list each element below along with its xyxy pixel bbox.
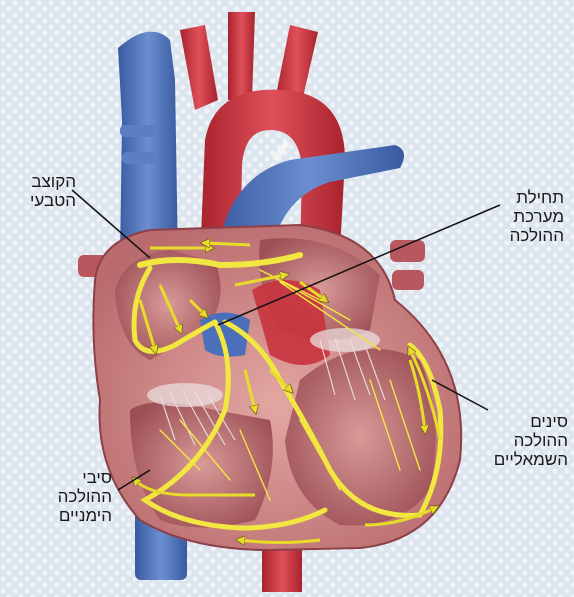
label-line: סינים: [478, 412, 568, 431]
superior-vena-cava: [118, 32, 178, 260]
label-line: סיבי: [40, 468, 112, 487]
label-right-conduction: סיבי ההולכה הימניים: [40, 468, 112, 525]
label-line: מערכת: [488, 207, 564, 226]
label-left-conduction: סינים ההולכה השמאליים: [478, 412, 568, 469]
label-natural-pacemaker: הקוצב הטבעי: [10, 172, 76, 210]
label-line: ההולכה: [40, 487, 112, 506]
label-line: הטבעי: [10, 191, 76, 210]
left-ventricle: [285, 349, 436, 526]
label-conduction-start: תחילת מערכת ההולכה: [488, 188, 564, 245]
label-line: ההולכה: [488, 226, 564, 245]
label-line: הימניים: [40, 506, 112, 525]
label-line: ההולכה: [478, 431, 568, 450]
label-line: תחילת: [488, 188, 564, 207]
label-line: השמאליים: [478, 450, 568, 469]
label-line: הקוצב: [10, 172, 76, 191]
